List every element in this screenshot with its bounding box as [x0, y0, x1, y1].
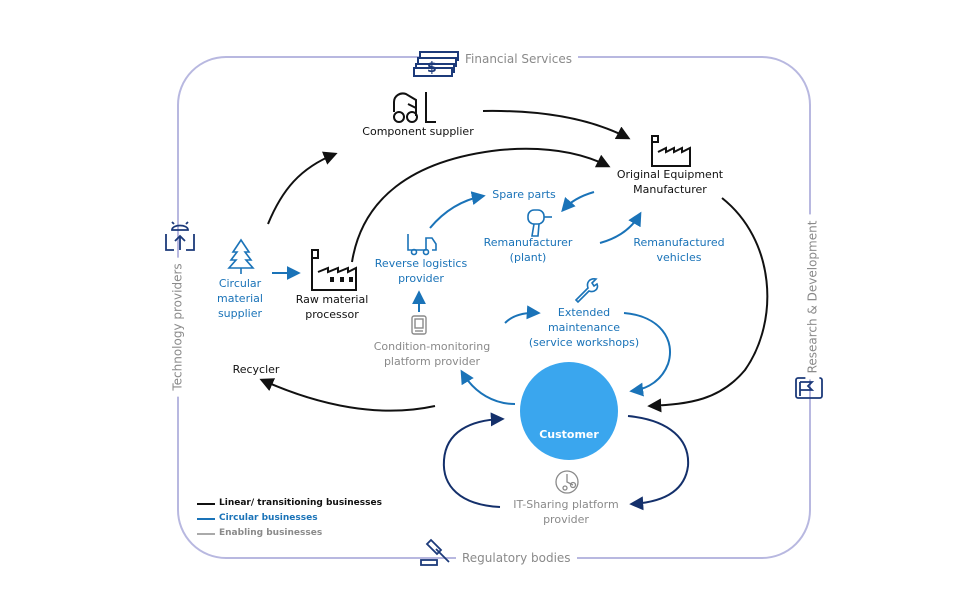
- tree-icon: [227, 238, 255, 274]
- arrow-logistics-to-spare: [429, 191, 486, 229]
- arrow-customer-to-recycler: [259, 378, 436, 412]
- node-component-supplier: Component supplier: [362, 125, 474, 138]
- legend: Linear/ transitioning businesses Circula…: [197, 496, 382, 541]
- remanufacturer-line1: Remanufacturer: [483, 236, 573, 249]
- frame-label-research-development: Research & Development: [805, 214, 820, 380]
- arrow-processor-to-oem: [351, 147, 611, 263]
- arrow-customer-to-sharing: [627, 415, 690, 511]
- money-stack-icon: $: [413, 51, 459, 77]
- it-sharing-line2: provider: [543, 513, 589, 526]
- node-oem: Original Equipment Manufacturer: [610, 167, 730, 197]
- condition-monitoring-line1: Condition-monitoring: [373, 340, 491, 353]
- node-condition-monitoring: Condition-monitoring platform provider: [366, 339, 498, 369]
- truck-icon: [407, 234, 437, 256]
- forklift-icon: [393, 92, 436, 123]
- arrow-sharing-to-customer: [442, 412, 505, 508]
- node-recycler: Recycler: [232, 363, 280, 376]
- node-reverse-logistics: Reverse logistics provider: [366, 256, 476, 286]
- arrow-oem-to-reman: [561, 191, 595, 213]
- legend-swatch-linear: [197, 502, 215, 505]
- node-remanufacturer: Remanufacturer (plant): [478, 235, 578, 265]
- node-spare-parts: Spare parts: [492, 188, 556, 201]
- legend-item-linear: Linear/ transitioning businesses: [197, 496, 382, 511]
- legend-label-enabling: Enabling businesses: [219, 528, 323, 538]
- drill-icon: [527, 209, 552, 237]
- node-it-sharing: IT-Sharing platform provider: [496, 497, 636, 527]
- legend-item-circular: Circular businesses: [197, 511, 382, 526]
- circular-supplier-line2: material: [217, 292, 263, 305]
- android-upload-icon: [165, 221, 195, 251]
- reman-vehicles-line1: Remanufactured: [633, 236, 725, 249]
- customer-node: [520, 362, 618, 460]
- oem-line1: Original Equipment: [616, 168, 724, 181]
- condition-monitoring-line2: platform provider: [383, 355, 481, 368]
- legend-swatch-circular: [197, 517, 215, 520]
- monitor-device-icon: [411, 315, 427, 335]
- customer-label: Customer: [539, 428, 599, 441]
- remanufacturer-line2: (plant): [509, 251, 547, 264]
- raw-processor-line1: Raw material: [295, 293, 369, 306]
- svg-text:$: $: [427, 60, 437, 76]
- circular-supplier-line3: supplier: [217, 307, 263, 320]
- node-remanufactured-vehicles: Remanufactured vehicles: [624, 235, 734, 265]
- frame-label-regulatory-bodies: Regulatory bodies: [456, 551, 577, 565]
- wrench-icon: [574, 278, 599, 304]
- frame-label-technology-providers: Technology providers: [170, 257, 185, 397]
- factory-icon: [651, 135, 691, 167]
- maintenance-line3: (service workshops): [528, 336, 640, 349]
- maintenance-line1: Extended: [557, 306, 611, 319]
- it-sharing-line1: IT-Sharing platform: [513, 498, 619, 511]
- legend-item-enabling: Enabling businesses: [197, 526, 382, 541]
- maintenance-line2: maintenance: [547, 321, 621, 334]
- gavel-icon: [420, 538, 450, 566]
- arrow-oem-to-customer: [647, 197, 769, 413]
- reverse-logistics-line2: provider: [398, 272, 444, 285]
- legend-swatch-enabling: [197, 532, 215, 535]
- node-raw-material-processor: Raw material processor: [290, 292, 374, 322]
- reverse-logistics-line1: Reverse logistics: [374, 257, 468, 270]
- arrow-component-to-oem: [482, 109, 631, 140]
- arrow-to-maintenance: [504, 305, 541, 324]
- oem-line2: Manufacturer: [633, 183, 707, 196]
- legend-label-linear: Linear/ transitioning businesses: [219, 498, 382, 508]
- node-extended-maintenance: Extended maintenance (service workshops): [524, 305, 644, 350]
- arrow-reman-to-oem: [599, 211, 642, 244]
- raw-processor-line2: processor: [305, 308, 359, 321]
- frame-label-financial-services: Financial Services: [459, 52, 578, 66]
- factory-icon: [311, 249, 357, 291]
- arrow-supplier-to-component: [267, 151, 338, 225]
- reman-vehicles-line2: vehicles: [656, 251, 702, 264]
- circular-supplier-line1: Circular: [218, 277, 262, 290]
- clock-share-icon: [555, 470, 579, 494]
- node-circular-material-supplier: Circular material supplier: [205, 276, 275, 321]
- legend-label-circular: Circular businesses: [219, 513, 318, 523]
- arrow-maintenance-to-customer: [623, 312, 671, 397]
- arrow-customer-to-monitoring: [460, 369, 516, 405]
